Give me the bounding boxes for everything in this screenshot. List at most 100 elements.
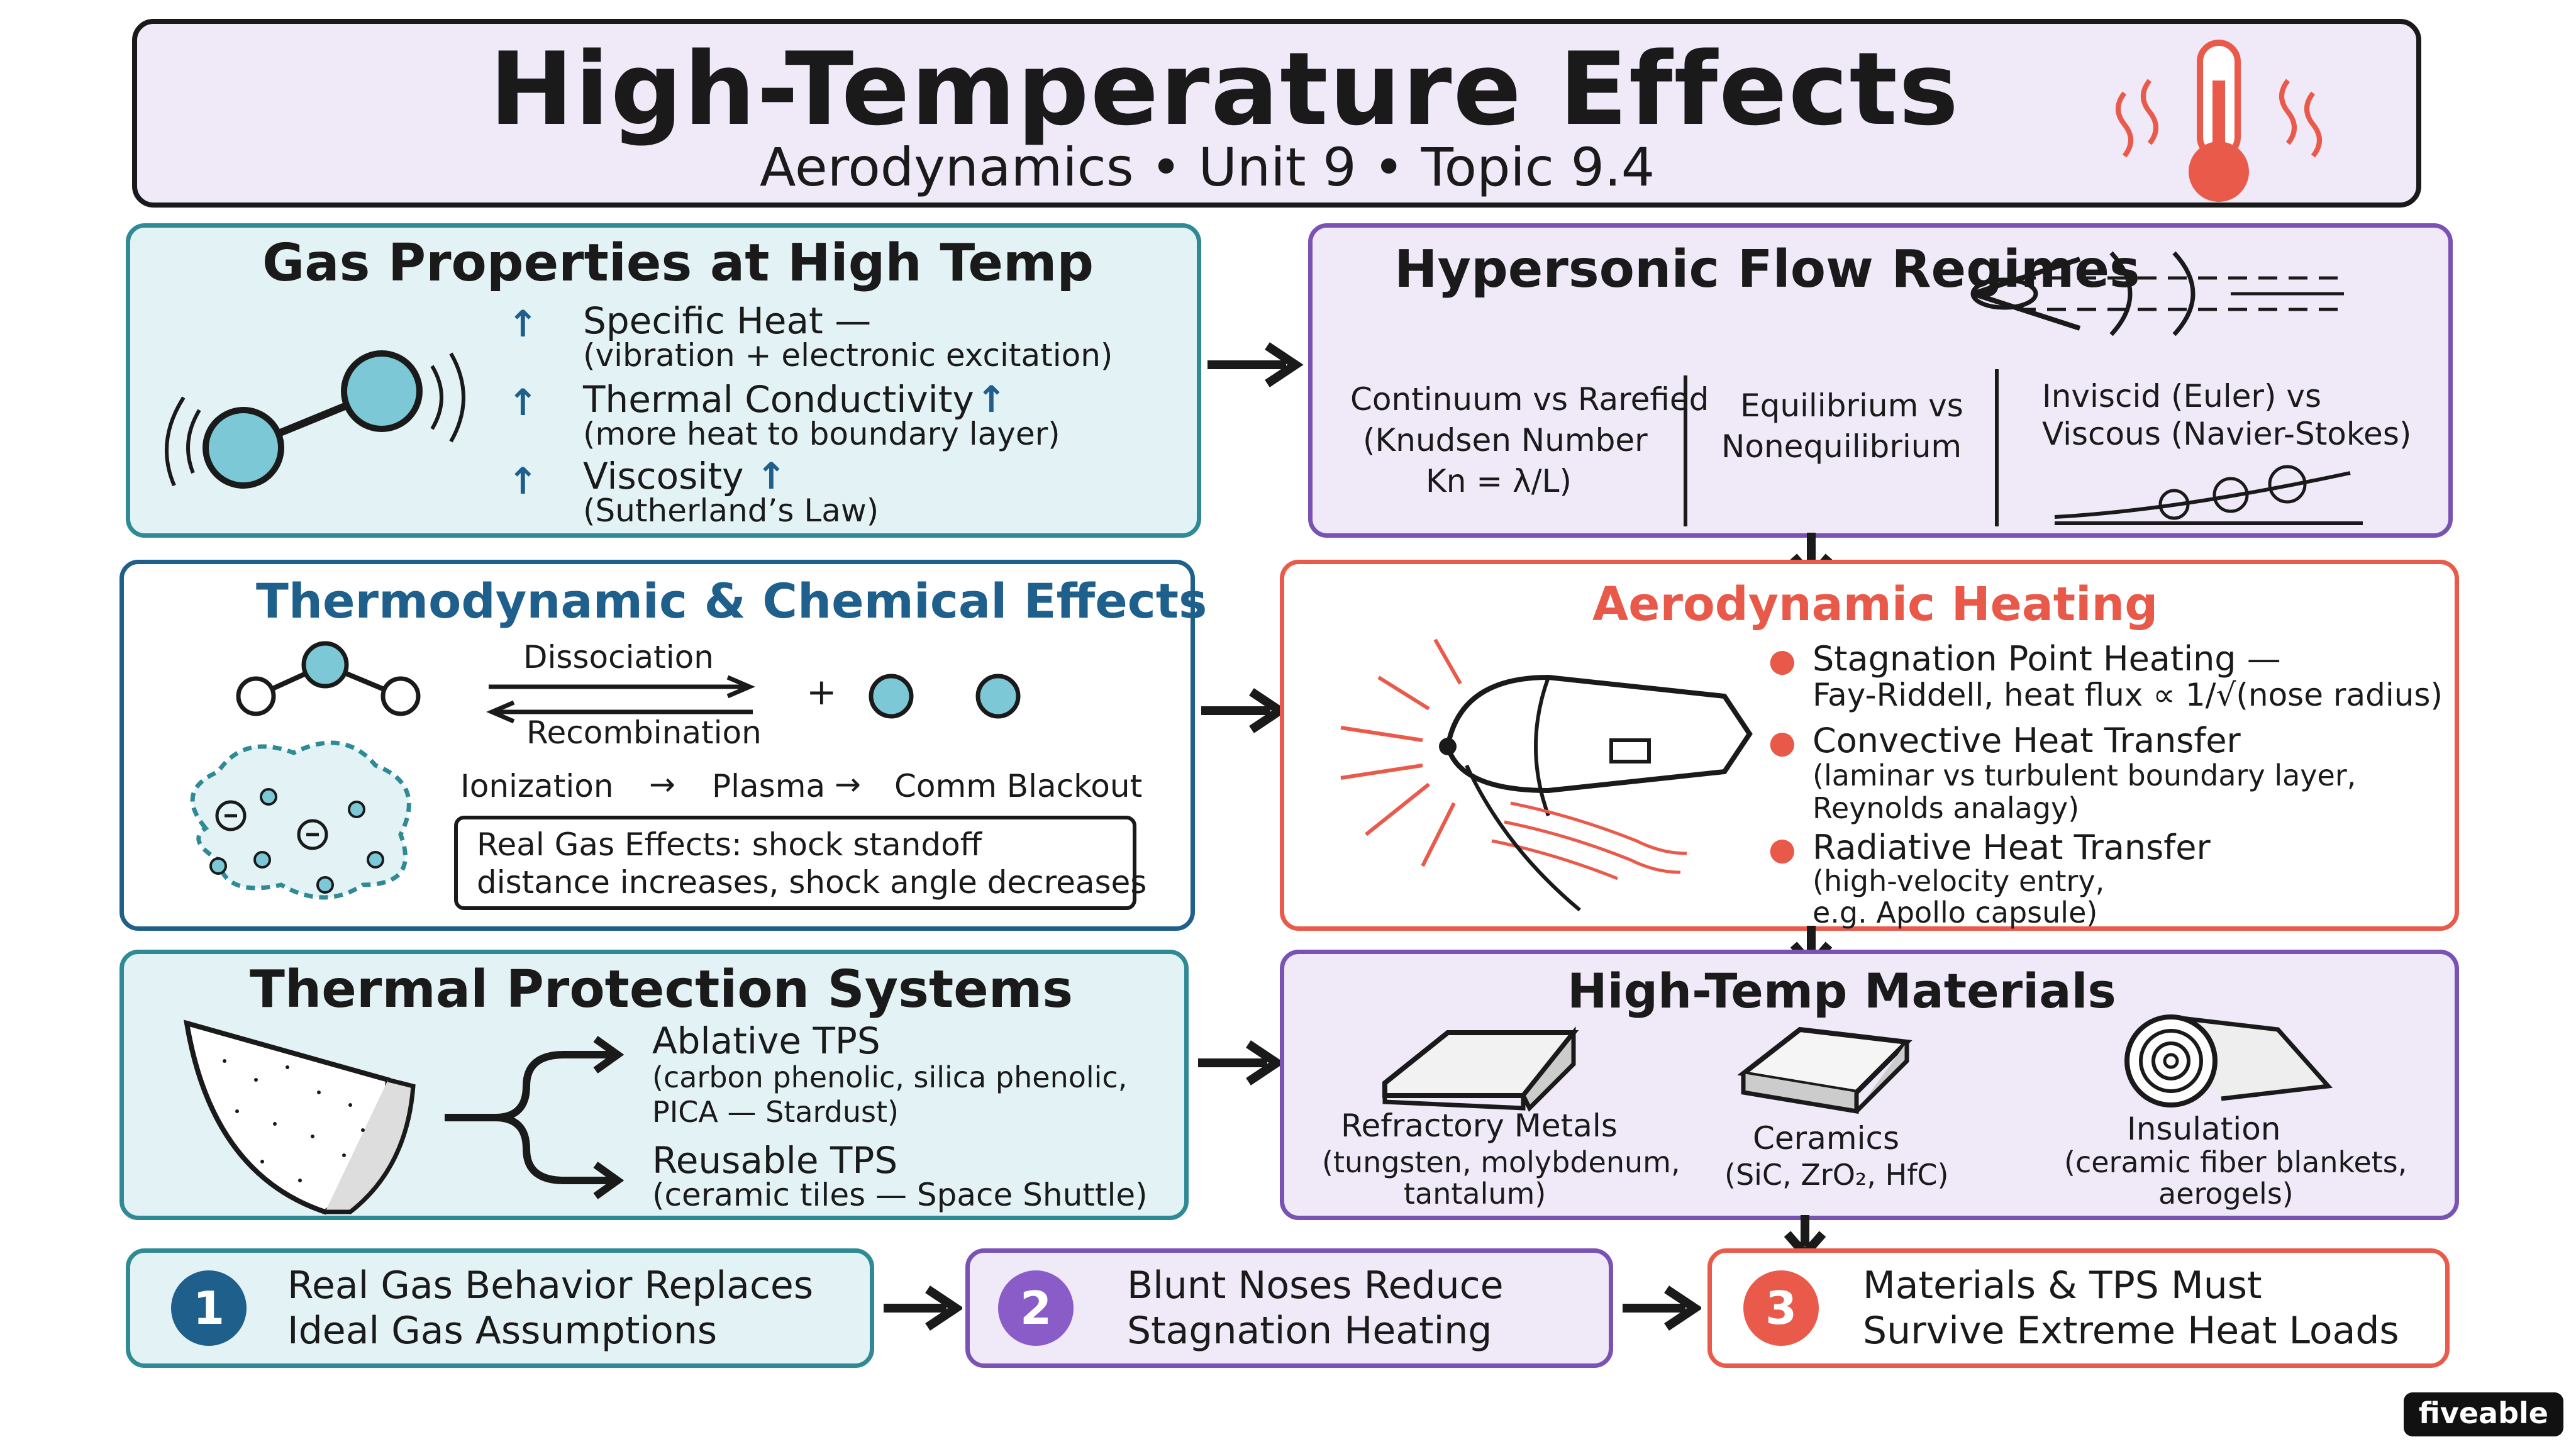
- arrow-right-icon: [1198, 1040, 1283, 1085]
- arrow-right-icon: →: [649, 766, 675, 802]
- step-number-badge: 3: [1743, 1270, 1819, 1346]
- regime-continuum-line3: Kn = λ/L): [1426, 463, 1572, 499]
- thermal-conductivity-label: Thermal Conductivity: [583, 378, 974, 421]
- heat-shield-icon: [184, 1019, 416, 1215]
- divider: [1684, 375, 1687, 526]
- takeaway-1-line2: Ideal Gas Assumptions: [287, 1309, 718, 1353]
- metals-detail1: (tungsten, molybdenum,: [1322, 1145, 1680, 1179]
- regime-continuum-line2: (Knudsen Number: [1363, 422, 1648, 458]
- materials-title: High-Temp Materials: [1567, 963, 2116, 1019]
- molecule-icon: [165, 350, 465, 489]
- page-subtitle: Aerodynamics • Unit 9 • Topic 9.4: [760, 136, 1655, 198]
- step-number-badge: 1: [171, 1270, 247, 1346]
- thermo-panel: Thermodynamic & Chemical Effects Dissoci…: [119, 560, 1207, 931]
- tps-panel: Thermal Protection Systems Ablative TPS …: [119, 950, 1189, 1220]
- takeaway-2-line2: Stagnation Heating: [1127, 1309, 1492, 1353]
- boundary-layer-icon: [2054, 465, 2363, 525]
- takeaway-1-line1: Real Gas Behavior Replaces: [287, 1263, 814, 1307]
- header-banner: High-Temperature Effects Aerodynamics • …: [132, 19, 2421, 208]
- metal-ingot-icon: [1382, 1026, 1579, 1112]
- metals-label: Refractory Metals: [1341, 1108, 1618, 1144]
- real-gas-line2: distance increases, shock angle decrease…: [477, 864, 1147, 901]
- materials-panel: High-Temp Materials Refractory Metals (t…: [1280, 950, 2459, 1220]
- hypersonic-panel: Hypersonic Flow Regimes Continuum vs Rar…: [1308, 223, 2453, 538]
- real-gas-callout: Real Gas Effects: shock standoff distanc…: [454, 816, 1146, 910]
- convective-detail: (laminar vs turbulent boundary layer,: [1813, 758, 2357, 792]
- ionization-label: Ionization: [460, 768, 614, 804]
- ablative-detail1: (carbon phenolic, silica phenolic,: [652, 1060, 1128, 1094]
- ceramics-detail1: (SiC, ZrO₂, HfC): [1724, 1158, 1949, 1192]
- arrow-up-icon: ↑: [508, 460, 538, 502]
- ceramics-label: Ceramics: [1753, 1120, 1900, 1157]
- takeaway-1: 1 Real Gas Behavior Replaces Ideal Gas A…: [126, 1248, 874, 1368]
- regime-equilibrium-line1: Equilibrium vs: [1740, 387, 1963, 424]
- tps-title: Thermal Protection Systems: [250, 960, 1074, 1019]
- specific-heat-label: Specific Heat —: [583, 299, 872, 342]
- arrow-right-icon: →: [835, 766, 861, 802]
- takeaway-3: 3 Materials & TPS Must Survive Extreme H…: [1707, 1248, 2450, 1368]
- arrow-up-icon: ↑: [508, 381, 538, 424]
- branch-arrows-icon: [445, 1036, 625, 1199]
- ablative-detail2: PICA — Stardust): [652, 1095, 899, 1129]
- dissociation-label: Dissociation: [523, 639, 714, 675]
- molecule-icon: [236, 641, 421, 716]
- stagnation-detail: Fay-Riddell, heat flux ∝ 1/√(nose radius…: [1813, 677, 2443, 713]
- radiative-label: Radiative Heat Transfer: [1813, 828, 2211, 867]
- bullet-icon: ●: [1768, 831, 1796, 867]
- convective-label: Convective Heat Transfer: [1813, 721, 2241, 760]
- heating-title: Aerodynamic Heating: [1592, 577, 2158, 631]
- reentry-capsule-icon: [1340, 638, 1753, 912]
- reusable-detail: (ceramic tiles — Space Shuttle): [652, 1177, 1148, 1213]
- ablative-label: Ablative TPS: [652, 1019, 880, 1062]
- plasma-label: Plasma: [712, 768, 826, 804]
- heating-panel: Aerodynamic Heating ● Stagnation Point H…: [1280, 560, 2459, 931]
- stagnation-label: Stagnation Point Heating —: [1813, 639, 2281, 679]
- shock-cone-icon: [1970, 251, 2344, 336]
- takeaway-3-line1: Materials & TPS Must: [1863, 1263, 2262, 1307]
- bullet-icon: ●: [1768, 724, 1796, 760]
- arrow-up-icon: ↑: [756, 455, 787, 497]
- convective-detail2: Reynolds analagy): [1813, 791, 2080, 825]
- specific-heat-detail: (vibration + electronic excitation): [583, 337, 1113, 374]
- gas-properties-title: Gas Properties at High Temp: [262, 233, 1094, 293]
- plus-sign: +: [806, 670, 837, 713]
- takeaway-2-line1: Blunt Noses Reduce: [1127, 1263, 1504, 1307]
- recombination-label: Recombination: [526, 714, 762, 751]
- step-number-badge: 2: [998, 1270, 1074, 1346]
- divider: [1995, 369, 1999, 526]
- gas-properties-panel: Gas Properties at High Temp ↑ Specific H…: [126, 223, 1201, 538]
- atoms-icon: [869, 674, 1021, 719]
- bullet-icon: ●: [1768, 642, 1796, 679]
- page-title: High-Temperature Effects: [489, 30, 1960, 148]
- thermal-conductivity-detail: (more heat to boundary layer): [583, 416, 1060, 452]
- real-gas-line1: Real Gas Effects: shock standoff: [477, 826, 982, 863]
- regime-continuum-line1: Continuum vs Rarefied: [1350, 381, 1709, 418]
- viscosity-label: Viscosity: [583, 455, 744, 497]
- insulation-roll-icon: [2124, 1014, 2333, 1108]
- viscosity-detail: (Sutherland’s Law): [583, 492, 879, 529]
- ceramic-tile-icon: [1737, 1026, 1913, 1114]
- regime-inviscid-line2: Viscous (Navier-Stokes): [2042, 416, 2412, 452]
- arrow-right-icon: [1208, 342, 1304, 387]
- arrow-up-icon: ↑: [976, 378, 1007, 421]
- thermometer-icon: [2116, 40, 2322, 202]
- arrow-right-icon: [1623, 1285, 1701, 1331]
- regime-inviscid-line1: Inviscid (Euler) vs: [2042, 378, 2322, 414]
- metals-detail2: tantalum): [1404, 1177, 1546, 1211]
- arrow-up-icon: ↑: [508, 303, 538, 345]
- brand-logo: fiveable: [2403, 1392, 2563, 1436]
- reusable-label: Reusable TPS: [652, 1139, 898, 1182]
- thermo-title: Thermodynamic & Chemical Effects: [256, 573, 1208, 629]
- radiative-detail: (high-velocity entry,: [1813, 864, 2105, 898]
- radiative-detail2: e.g. Apollo capsule): [1813, 896, 2098, 930]
- plasma-cloud-icon: [190, 740, 411, 900]
- insulation-detail2: aerogels): [2158, 1177, 2294, 1211]
- insulation-detail1: (ceramic fiber blankets,: [2064, 1145, 2407, 1179]
- regime-equilibrium-line2: Nonequilibrium: [1721, 428, 1962, 465]
- blackout-label: Comm Blackout: [894, 768, 1143, 804]
- equilibrium-arrows-icon: [486, 675, 755, 724]
- arrow-right-icon: [884, 1285, 962, 1331]
- takeaway-3-line2: Survive Extreme Heat Loads: [1863, 1309, 2399, 1353]
- takeaway-2: 2 Blunt Noses Reduce Stagnation Heating: [965, 1248, 1613, 1368]
- arrow-right-icon: [1201, 688, 1286, 733]
